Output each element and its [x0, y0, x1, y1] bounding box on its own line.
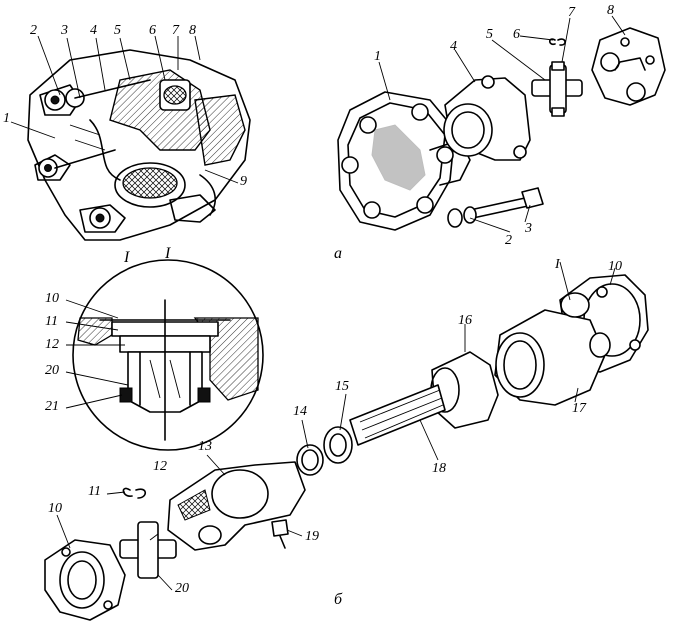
label-exploded-7: 7 [568, 5, 575, 20]
label-detail-21: 21 [45, 399, 59, 414]
elastic-coupling-exploded-view [337, 27, 666, 231]
detail-ref-caption: I [124, 249, 130, 266]
label-b-16: 16 [458, 313, 472, 328]
label-exploded-4: 4 [450, 39, 457, 54]
label-section-2: 2 [30, 23, 37, 38]
label-section-9: 9 [240, 174, 247, 189]
view-a-caption: а [334, 245, 342, 262]
label-b-14: 14 [293, 404, 307, 419]
cardan-shaft-exploded-view [44, 274, 649, 621]
leader-lines [10, 15, 626, 591]
label-exploded-6: 6 [513, 27, 520, 42]
label-section-1: 1 [3, 111, 10, 126]
label-section-5: 5 [114, 23, 121, 38]
label-exploded-3: 3 [525, 221, 532, 236]
detail-I-magnified-section [72, 259, 264, 451]
label-b-15: 15 [335, 379, 349, 394]
label-detail-11: 11 [45, 314, 58, 329]
label-b-17: 17 [572, 401, 586, 416]
label-exploded-2: 2 [505, 233, 512, 248]
label-b-18: 18 [432, 461, 446, 476]
label-b-19: 19 [305, 529, 319, 544]
label-exploded-1: 1 [374, 49, 381, 64]
label-b-roman-I: I [555, 257, 560, 272]
label-b-13: 13 [198, 439, 212, 454]
detail-caption: I [165, 245, 171, 262]
label-b-10-left: 10 [48, 501, 62, 516]
view-b-caption: б [334, 591, 343, 608]
label-b-20: 20 [175, 581, 189, 596]
label-exploded-5: 5 [486, 27, 493, 42]
label-section-4: 4 [90, 23, 97, 38]
label-section-3: 3 [61, 23, 68, 38]
label-section-8: 8 [189, 23, 196, 38]
elastic-coupling-section-view [27, 49, 251, 241]
label-b-12: 12 [153, 459, 167, 474]
label-b-11: 11 [88, 484, 101, 499]
label-b-10-right: 10 [608, 259, 622, 274]
label-exploded-8: 8 [607, 3, 614, 18]
label-detail-10: 10 [45, 291, 59, 306]
label-detail-12: 12 [45, 337, 59, 352]
label-detail-20: 20 [45, 363, 59, 378]
label-section-7: 7 [172, 23, 179, 38]
label-section-6: 6 [149, 23, 156, 38]
